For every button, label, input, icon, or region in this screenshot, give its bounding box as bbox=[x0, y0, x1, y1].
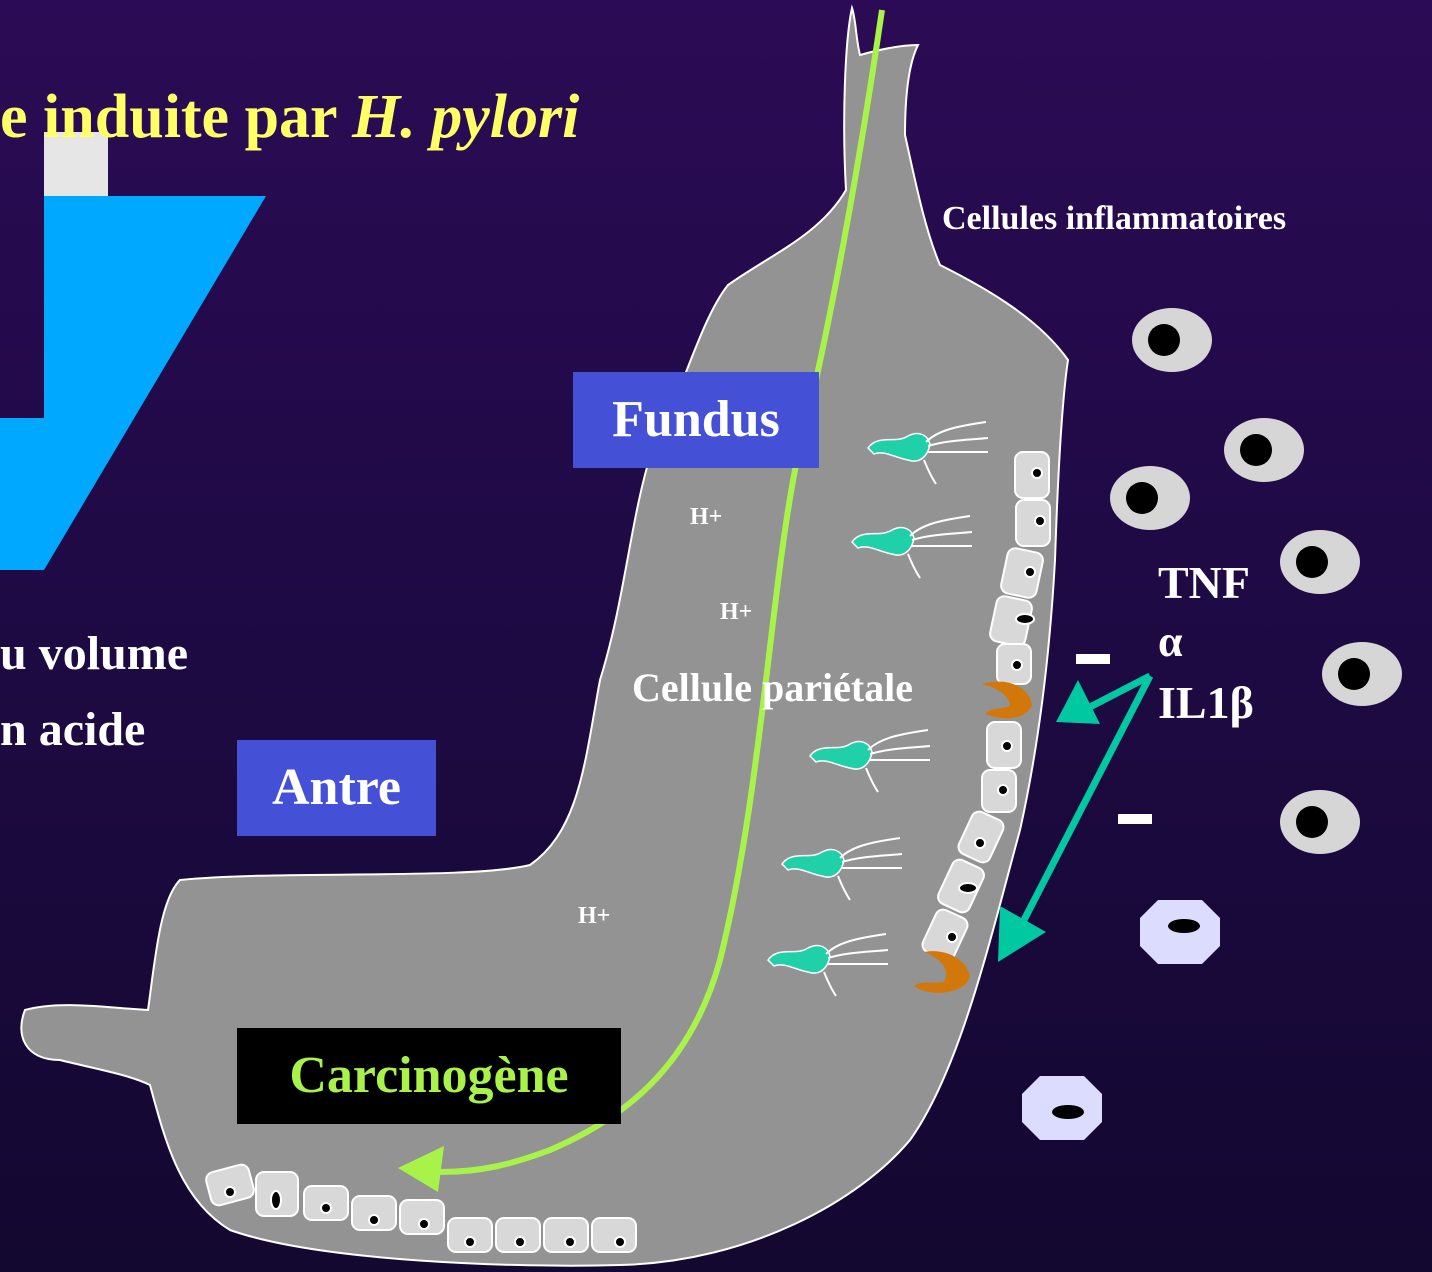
h-plus-label-2: H+ bbox=[720, 600, 752, 624]
minus-sign-upper bbox=[1076, 654, 1110, 664]
epithelial-cell bbox=[544, 1218, 588, 1252]
octagon-cell-icon bbox=[1022, 1076, 1102, 1140]
carcinogene-label: Carcinogène bbox=[237, 1028, 621, 1124]
inflammatory-cell-icon bbox=[1322, 642, 1402, 706]
epithelial-cell bbox=[400, 1200, 444, 1234]
blue-decrease-arrow bbox=[0, 196, 266, 570]
inflammatory-cell-icon bbox=[1110, 466, 1190, 530]
inflammatory-cells-label: Cellules inflammatoires bbox=[942, 202, 1286, 236]
epithelial-cell bbox=[256, 1172, 298, 1216]
epithelial-cell bbox=[997, 644, 1031, 684]
il1b-label: IL1β bbox=[1158, 680, 1254, 726]
antre-label: Antre bbox=[237, 740, 436, 836]
epithelial-cell bbox=[304, 1186, 348, 1220]
inflammatory-cell-icon bbox=[1280, 790, 1360, 854]
left-text-line2: n acide bbox=[0, 706, 145, 754]
epithelial-cell bbox=[352, 1196, 396, 1230]
h-plus-label-1: H+ bbox=[690, 505, 722, 529]
fundus-label: Fundus bbox=[573, 372, 819, 468]
cytokine-arrowhead-lower bbox=[998, 906, 1046, 962]
tnf-label: TNF bbox=[1158, 560, 1250, 606]
slide-title: e induite par H. pylori bbox=[0, 86, 579, 148]
inflammatory-cell-icon bbox=[1224, 418, 1304, 482]
epithelial-cell bbox=[496, 1218, 540, 1252]
title-text: e induite par bbox=[0, 83, 352, 151]
minus-sign-lower bbox=[1118, 814, 1152, 824]
epithelial-cell bbox=[448, 1218, 492, 1252]
epithelial-cell bbox=[1015, 452, 1049, 498]
title-italic: H. pylori bbox=[352, 83, 579, 151]
epithelial-cell bbox=[592, 1218, 636, 1252]
alpha-label: α bbox=[1158, 620, 1183, 664]
octagon-cell-icon bbox=[1140, 900, 1220, 964]
epithelial-cell bbox=[1016, 500, 1050, 546]
h-plus-label-3: H+ bbox=[578, 904, 610, 928]
left-text-line1: u volume bbox=[0, 630, 188, 678]
epithelial-cell bbox=[982, 770, 1016, 812]
parietal-cell-label: Cellule pariétale bbox=[632, 668, 913, 708]
inflammatory-cell-icon bbox=[1280, 530, 1360, 594]
inflammatory-cell-icon bbox=[1132, 308, 1212, 372]
epithelial-cell bbox=[987, 722, 1021, 768]
